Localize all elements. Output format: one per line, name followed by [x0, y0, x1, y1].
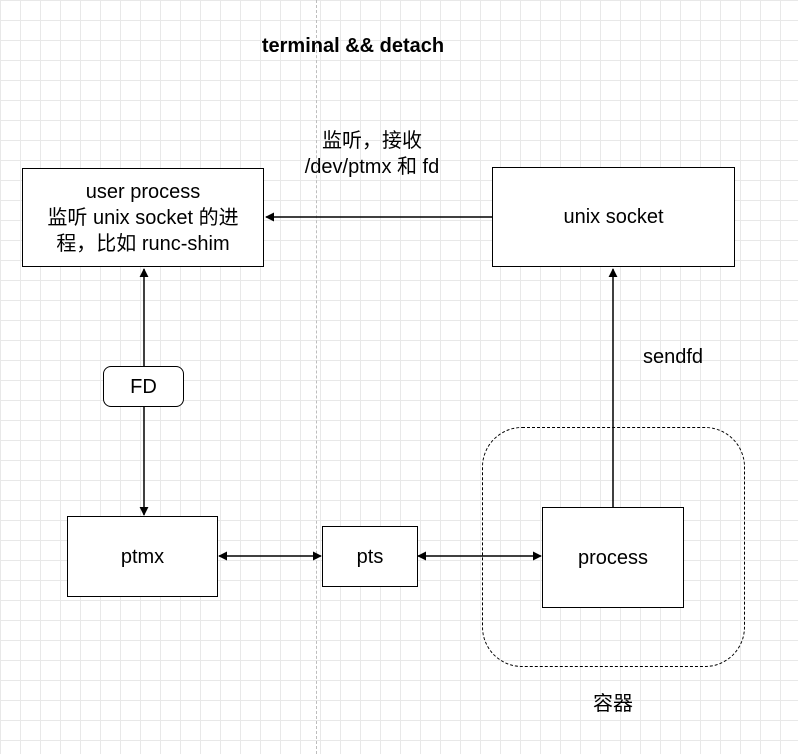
fd-badge-label: FD — [130, 375, 157, 398]
user-process-node[interactable]: user process 监听 unix socket 的进 程，比如 runc… — [22, 168, 264, 267]
sendfd-label: sendfd — [642, 346, 704, 368]
container-label: 容器 — [593, 693, 633, 715]
process-label: process — [577, 546, 649, 569]
fd-badge[interactable]: FD — [103, 366, 184, 407]
ptmx-node[interactable]: ptmx — [67, 516, 218, 597]
diagram-title: terminal && detach — [261, 35, 445, 57]
unix-socket-label: unix socket — [563, 206, 664, 228]
user-process-line-1: user process — [85, 180, 201, 203]
pts-label: pts — [356, 545, 384, 568]
process-node[interactable]: process — [542, 507, 684, 608]
listen-receive-label-line-1: 监听，接收 — [322, 130, 422, 152]
pts-node[interactable]: pts — [322, 526, 418, 587]
vertical-divider — [316, 0, 317, 754]
user-process-line-2: 监听 unix socket 的进 — [47, 206, 239, 229]
listen-receive-label: 监听，接收 /dev/ptmx 和 fd — [262, 128, 482, 180]
user-process-line-3: 程，比如 runc-shim — [56, 232, 230, 255]
unix-socket-node[interactable]: unix socket — [492, 167, 735, 267]
listen-receive-label-line-2: /dev/ptmx 和 fd — [304, 156, 440, 178]
ptmx-label: ptmx — [120, 545, 165, 568]
